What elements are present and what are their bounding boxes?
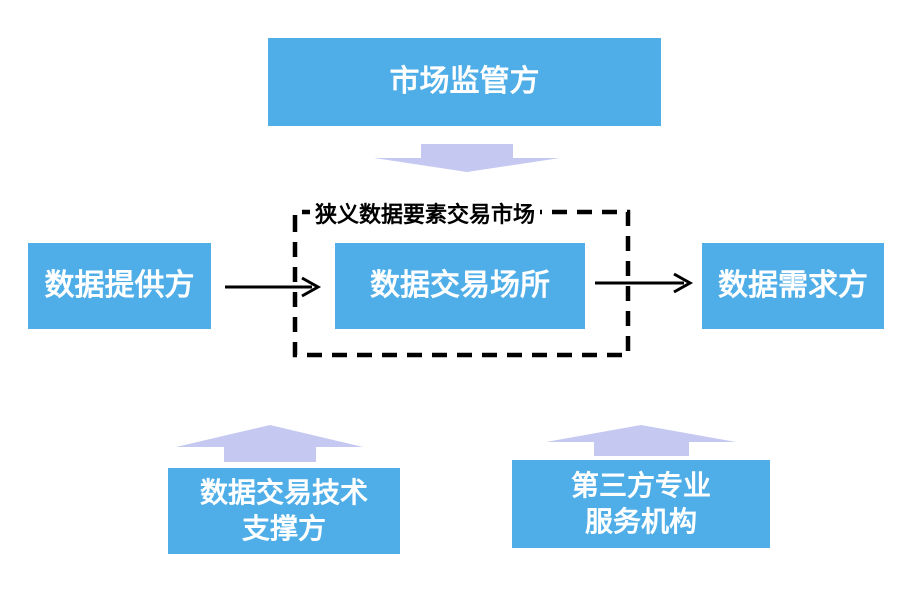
arrow-provider-to-venue-head [301,276,322,298]
narrow-market-label: 狭义数据要素交易市场 [310,197,541,229]
narrow-market-boundary [292,209,631,358]
tech-support-label-line2: 支撑方 [241,512,326,545]
third-party-label-line2: 服务机构 [584,505,697,538]
tech-support-up-arrow [176,425,363,462]
third-party-label-line1: 第三方专业 [570,469,711,503]
tech-support-label-line1: 数据交易技术 [199,476,368,510]
third-party-up-arrow [546,425,736,456]
trading-venue-box: 数据交易场所 [335,243,585,329]
provider-box: 数据提供方 [28,243,211,329]
demander-label: 数据需求方 [718,267,868,303]
arrow-venue-to-demander-head [673,272,694,294]
tech-support-box: 数据交易技术 支撑方 [168,468,400,554]
regulator-box: 市场监管方 [268,38,661,126]
third-party-box: 第三方专业 服务机构 [512,460,770,548]
provider-label: 数据提供方 [44,267,195,303]
regulator-down-arrow [374,144,560,172]
demander-box: 数据需求方 [702,243,884,329]
regulator-label: 市场监管方 [389,63,540,99]
trading-venue-label: 数据交易场所 [370,267,550,303]
